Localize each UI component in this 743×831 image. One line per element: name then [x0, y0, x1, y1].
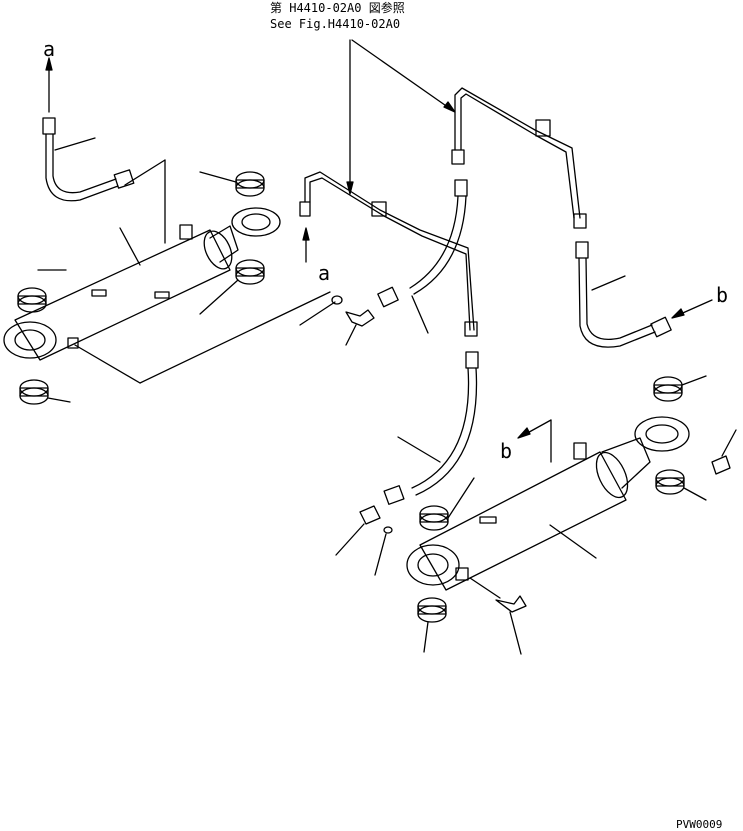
left-hose — [42, 117, 135, 202]
right-hose — [575, 241, 672, 348]
reference-leader-lines — [346, 39, 456, 195]
left-callout-lines — [74, 291, 331, 384]
middle-fittings — [299, 295, 375, 346]
right-upper-pipe — [451, 87, 587, 229]
right-fittings — [335, 429, 737, 655]
marker-a-mid: a — [318, 261, 330, 285]
central-pipe — [299, 171, 478, 337]
right-cylinder — [406, 416, 690, 591]
arrow-left-icon — [671, 299, 713, 319]
middle-hose — [377, 179, 468, 334]
arrow-left-icon — [517, 419, 552, 463]
arrow-up-icon — [45, 57, 53, 113]
marker-b-right: b — [716, 283, 728, 307]
drawing-code: PVW0009 — [676, 818, 722, 831]
marker-a-left: a — [43, 37, 55, 61]
left-cylinder — [3, 159, 281, 361]
right-bushings — [417, 375, 707, 653]
reference-text-jp: 第 H4410-02A0 図参照 — [270, 0, 405, 15]
arrow-up-icon — [302, 227, 310, 263]
left-bushings — [17, 171, 265, 405]
lower-hose — [383, 351, 479, 505]
marker-b-lower: b — [500, 439, 512, 463]
reference-text-en: See Fig.H4410-02A0 — [270, 17, 400, 31]
